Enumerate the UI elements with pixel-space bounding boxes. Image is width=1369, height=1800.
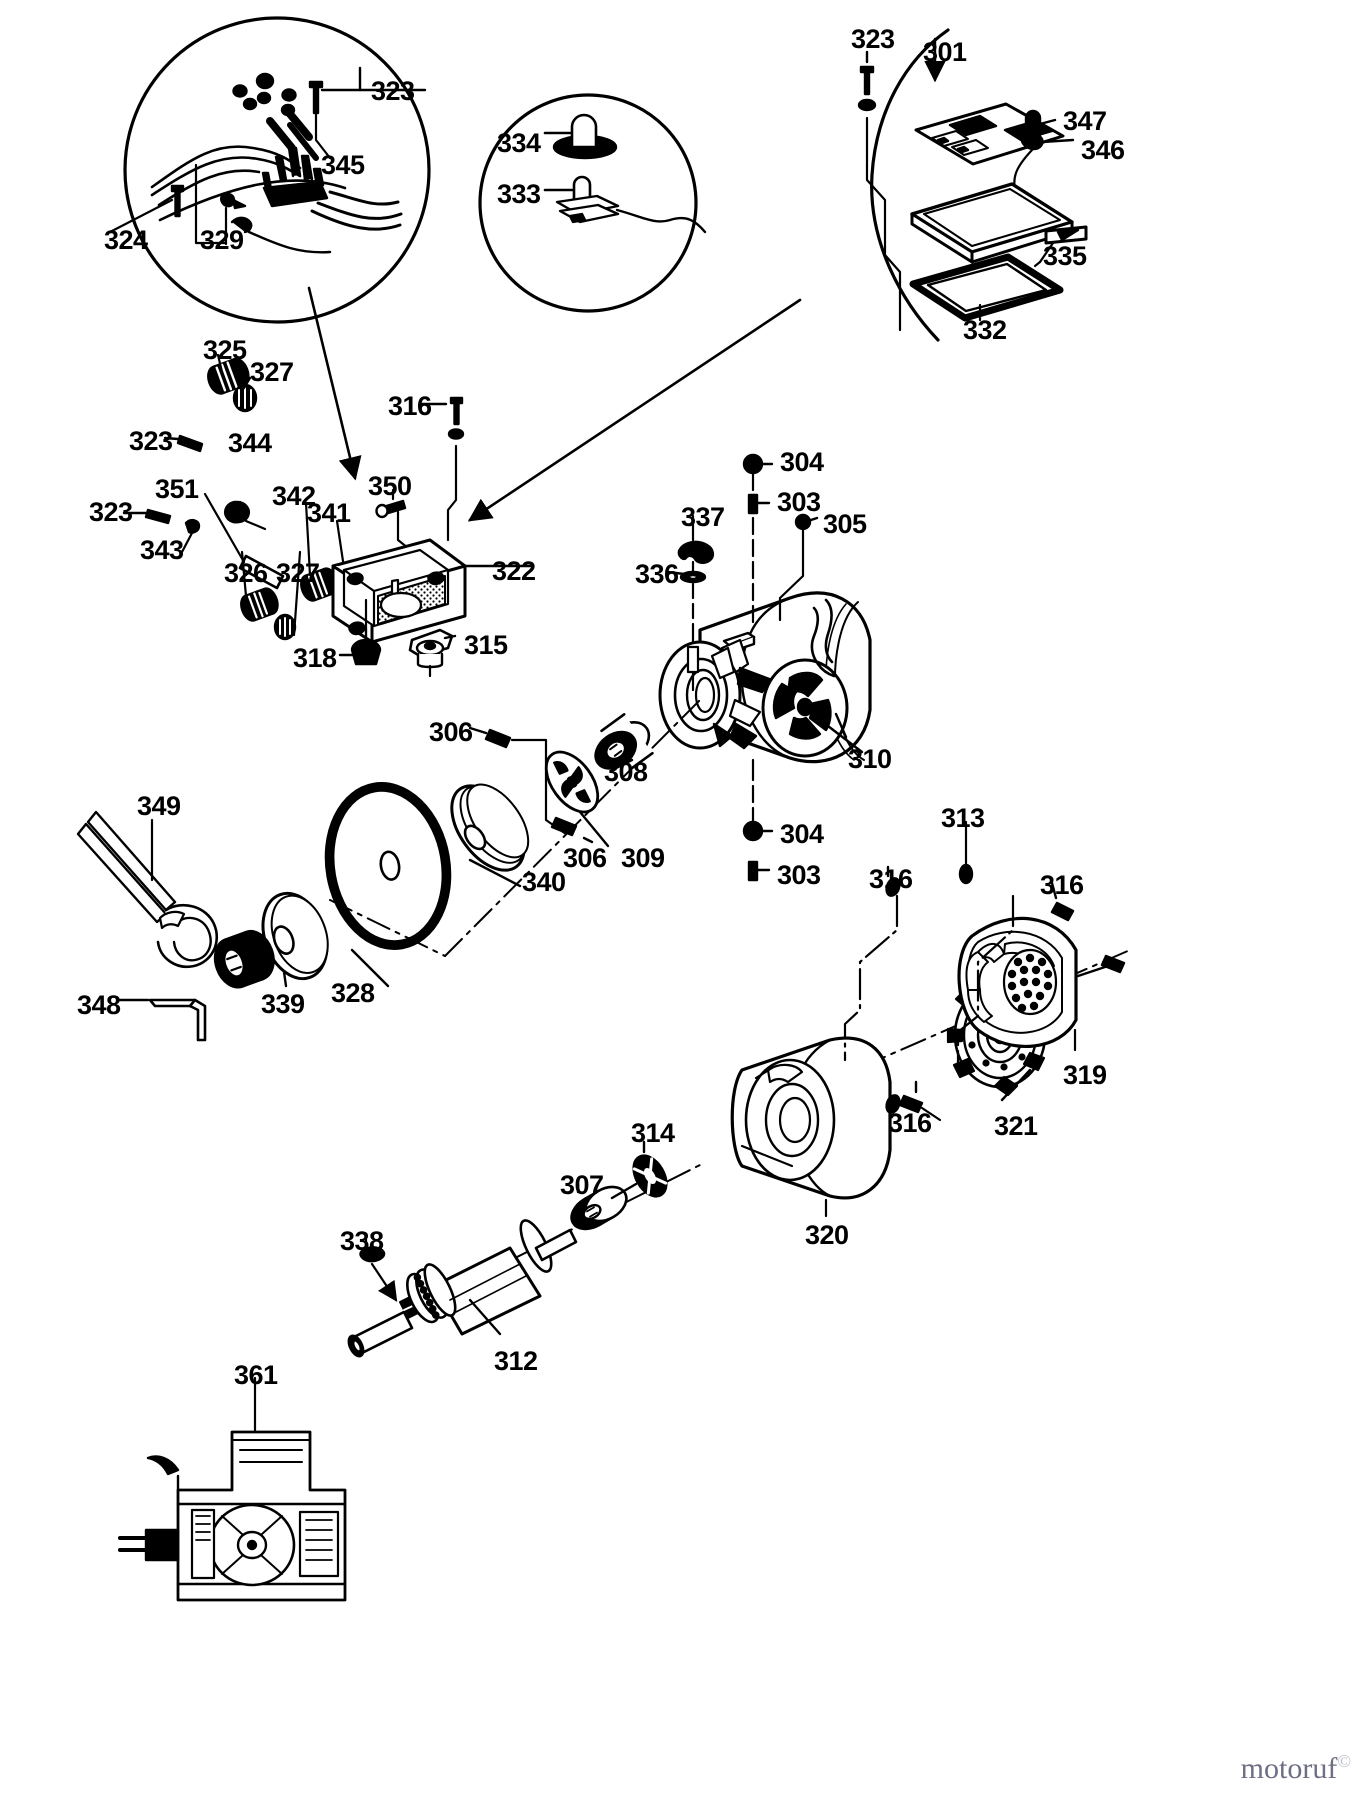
watermark-symbol: © xyxy=(1337,1751,1351,1771)
callout-316-right: 316 xyxy=(1040,870,1084,900)
callout-345: 345 xyxy=(321,150,365,180)
callout-323-left: 323 xyxy=(129,426,173,456)
callout-334: 334 xyxy=(497,128,541,158)
callout-323-wiring: 323 xyxy=(371,76,415,106)
callout-361: 361 xyxy=(234,1360,278,1390)
callout-348: 348 xyxy=(77,990,121,1020)
callout-349: 349 xyxy=(137,791,181,821)
callout-347: 347 xyxy=(1063,106,1107,136)
callout-339: 339 xyxy=(261,989,305,1019)
callout-328: 328 xyxy=(331,978,375,1008)
callout-340: 340 xyxy=(522,867,566,897)
callout-303-lower: 303 xyxy=(777,860,821,890)
callout-342: 342 xyxy=(272,481,316,511)
callout-325: 325 xyxy=(203,335,247,365)
callout-320: 320 xyxy=(805,1220,849,1250)
callout-316-mid: 316 xyxy=(869,864,913,894)
callout-313: 313 xyxy=(941,803,985,833)
callout-307: 307 xyxy=(560,1170,604,1200)
callout-322: 322 xyxy=(492,556,536,586)
callout-351: 351 xyxy=(155,474,199,504)
callout-319: 319 xyxy=(1063,1060,1107,1090)
callout-338: 338 xyxy=(340,1226,384,1256)
callout-323-lower: 323 xyxy=(89,497,133,527)
callout-303-upper: 303 xyxy=(777,487,821,517)
callout-344: 344 xyxy=(228,428,272,458)
callout-335: 335 xyxy=(1043,241,1087,271)
callout-341: 341 xyxy=(307,498,351,528)
callout-350: 350 xyxy=(368,471,412,501)
callout-327-upper: 327 xyxy=(250,357,294,387)
callout-332: 332 xyxy=(963,315,1007,345)
callout-304-lower: 304 xyxy=(780,819,824,849)
callout-312: 312 xyxy=(494,1346,538,1376)
callout-301: 301 xyxy=(923,37,967,67)
callout-324: 324 xyxy=(104,225,148,255)
callout-337: 337 xyxy=(681,502,725,532)
callout-327-lower: 327 xyxy=(276,558,320,588)
callout-306-lower: 306 xyxy=(563,843,607,873)
callout-315: 315 xyxy=(464,630,508,660)
callout-316-bottom: 316 xyxy=(888,1108,932,1138)
callout-323-panel: 323 xyxy=(851,24,895,54)
callout-305: 305 xyxy=(823,509,867,539)
watermark: motoruf© xyxy=(1241,1751,1351,1786)
callout-326: 326 xyxy=(224,558,268,588)
callout-329: 329 xyxy=(200,225,244,255)
callout-310: 310 xyxy=(848,744,892,774)
callout-308: 308 xyxy=(604,757,648,787)
watermark-text: motoruf xyxy=(1240,1752,1338,1785)
callout-316-upper: 316 xyxy=(388,391,432,421)
callout-309: 309 xyxy=(621,843,665,873)
callout-343: 343 xyxy=(140,535,184,565)
callout-304-upper: 304 xyxy=(780,447,824,477)
callout-336: 336 xyxy=(635,559,679,589)
callout-333: 333 xyxy=(497,179,541,209)
callout-321: 321 xyxy=(994,1111,1038,1141)
callout-346: 346 xyxy=(1081,135,1125,165)
callout-314: 314 xyxy=(631,1118,675,1148)
callout-318: 318 xyxy=(293,643,337,673)
callout-306-upper: 306 xyxy=(429,717,473,747)
